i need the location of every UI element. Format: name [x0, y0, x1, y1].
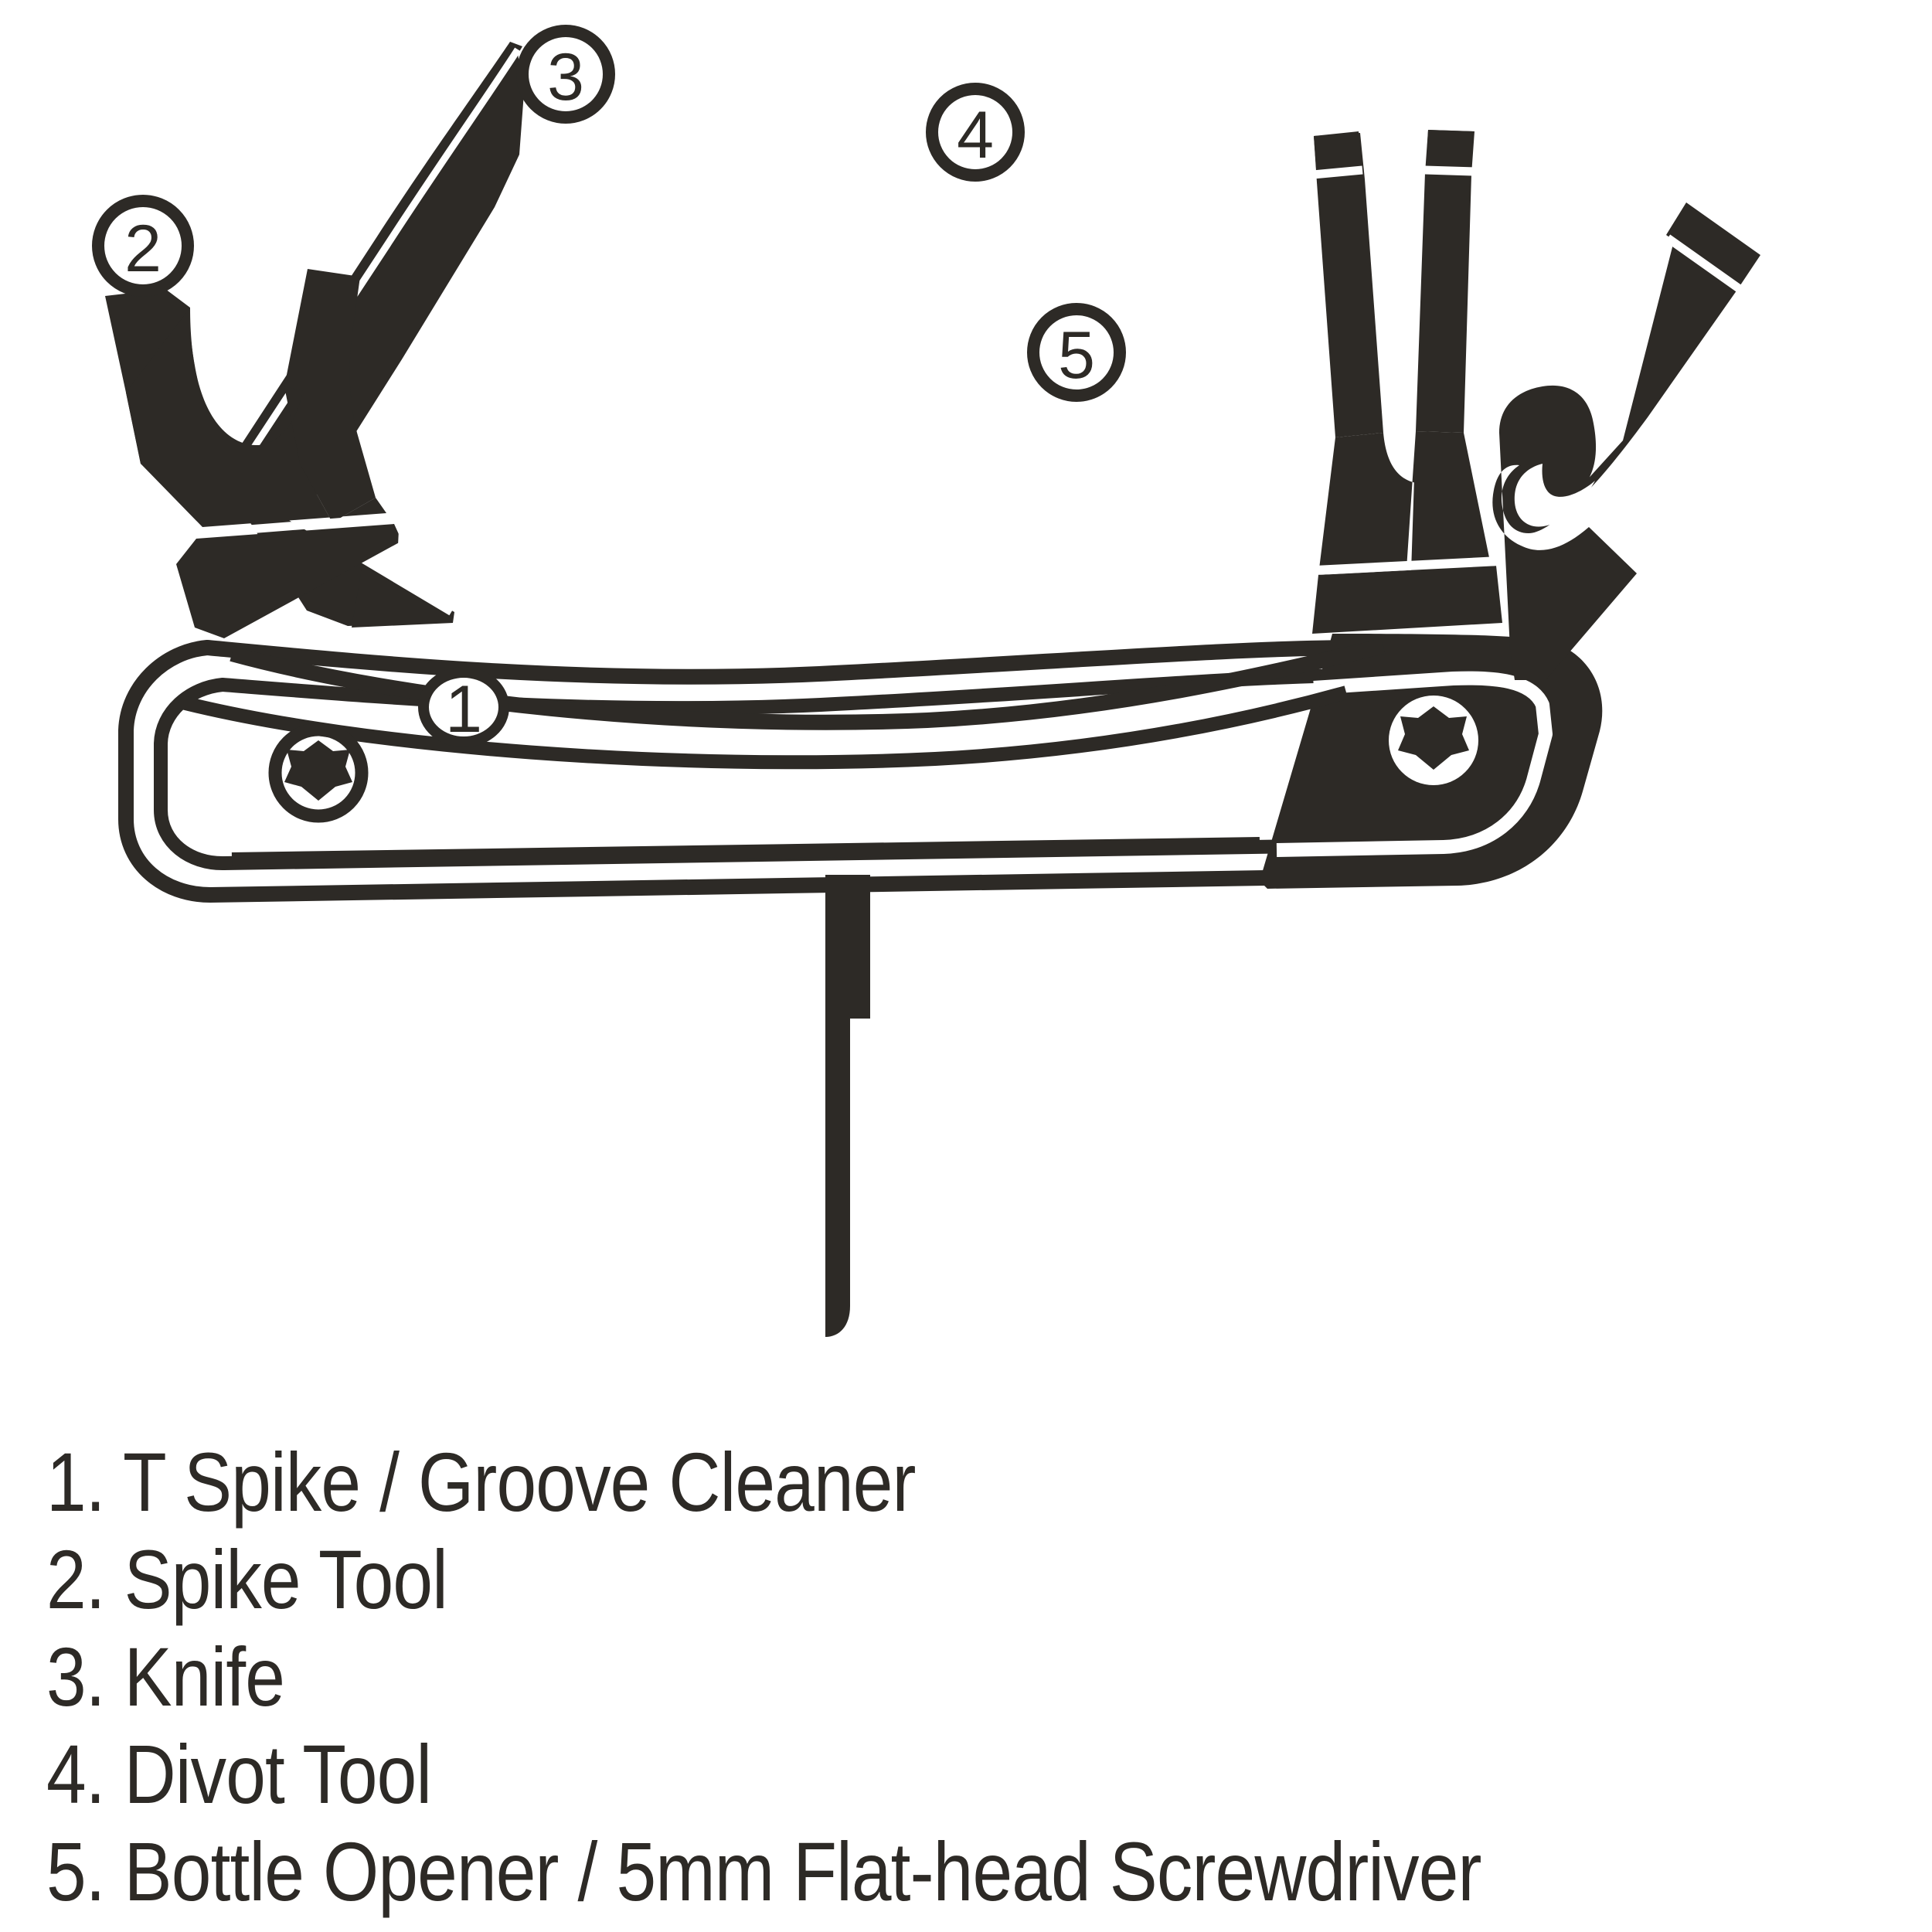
bottle-opener-head-hairline	[1665, 234, 1745, 294]
pivot-screw-left-ring	[268, 723, 369, 823]
pivot-screw-right-torx	[1398, 706, 1469, 770]
pivot-screw-right	[1389, 696, 1478, 785]
callout-1-ring	[418, 667, 509, 747]
knife-tang-lower	[352, 560, 454, 628]
handle-body	[118, 634, 1603, 903]
callout-3-ring	[516, 25, 615, 124]
knife-edge-highlight	[236, 47, 521, 473]
handle-seam-upper	[230, 638, 1386, 730]
bottle-opener-hook-cutout	[1514, 464, 1595, 527]
legend-item-3: 3. Knife	[46, 1630, 285, 1723]
divot-tool-shank-hairline	[1315, 556, 1500, 575]
t-spike-part	[825, 875, 870, 1337]
pivot-screw-left	[268, 723, 369, 823]
spike-tool-hairline	[199, 513, 396, 538]
legend-item-5: 5. Bottle Opener / 5mm Flat-head Screwdr…	[46, 1825, 1481, 1918]
spike-tool-hairline-2	[398, 513, 407, 546]
callout-2-ring	[92, 195, 194, 297]
callout-5[interactable]: 5	[1027, 303, 1126, 402]
divot-tool-shank	[1312, 566, 1502, 634]
callout-5-number: 5	[1058, 318, 1095, 393]
t-spike-shaft	[825, 875, 870, 1337]
callout-4[interactable]: 4	[926, 83, 1025, 182]
bottle-opener-body	[1492, 241, 1739, 680]
callout-2-number: 2	[124, 212, 162, 286]
spike-tool-part	[105, 269, 407, 638]
pivot-screw-left-torx	[284, 740, 352, 801]
callout-5-ring	[1027, 303, 1126, 402]
divot-tool-right-tip	[1426, 130, 1473, 172]
divot-tool-left-tip	[1314, 131, 1362, 178]
callout-2[interactable]: 2	[92, 195, 194, 297]
handle-seam-lower	[177, 685, 1349, 770]
legend-item-2: 2. Spike Tool	[46, 1532, 448, 1626]
callout-4-ring	[926, 83, 1025, 182]
bottle-opener-part	[1492, 202, 1760, 680]
divot-tool-right-prong	[1416, 130, 1475, 433]
divot-tool-left-prong	[1314, 133, 1383, 437]
handle-bottom-edge	[231, 837, 1260, 866]
divot-tool-part	[1312, 130, 1502, 634]
callout-4-number: 4	[957, 98, 994, 172]
handle-bolster-inner-gap	[1276, 671, 1553, 857]
spike-tool-base	[176, 524, 402, 638]
callout-3-number: 3	[547, 40, 584, 114]
legend-item-1: 1. T Spike / Groove Cleaner	[46, 1435, 916, 1529]
divot-tool-right-hairline	[1424, 165, 1475, 176]
callout-1[interactable]: 1	[418, 667, 509, 747]
spike-tool-right-prong	[284, 269, 376, 522]
divot-tool-left-hairline	[1312, 165, 1363, 179]
callout-1-number: 1	[445, 672, 482, 747]
legend-list: 1. T Spike / Groove Cleaner 2. Spike Too…	[46, 1434, 1901, 1920]
legend-item-4: 4. Divot Tool	[46, 1727, 432, 1821]
callout-3[interactable]: 3	[516, 25, 615, 124]
divot-tool-body	[1318, 431, 1492, 575]
bottle-opener-flat-head	[1666, 202, 1760, 287]
spike-tool-yoke	[126, 308, 386, 527]
